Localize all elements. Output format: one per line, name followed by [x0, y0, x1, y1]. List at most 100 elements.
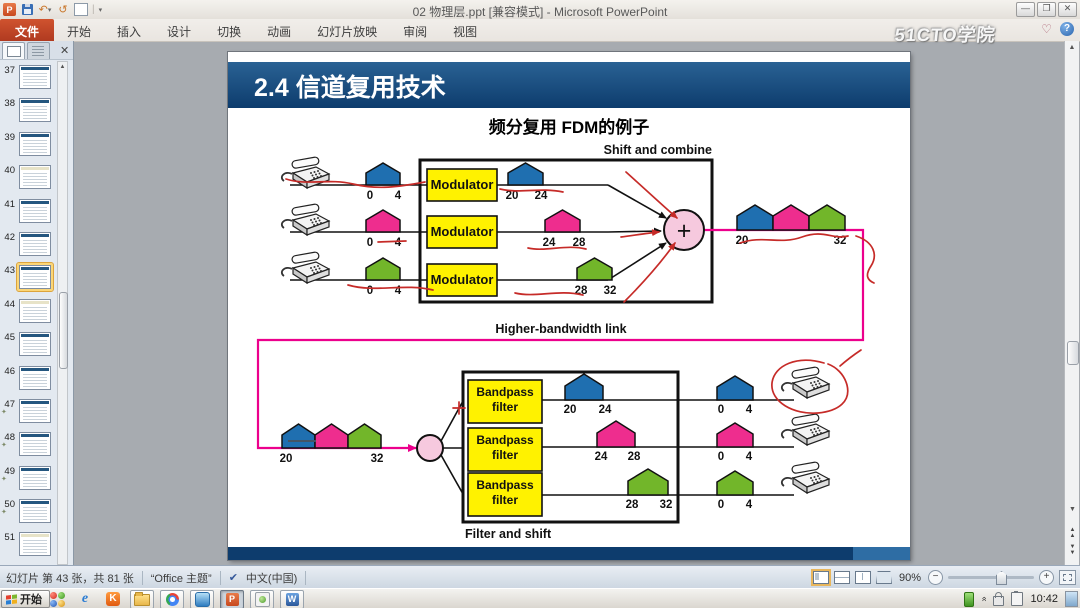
output-baseband-spectra [716, 375, 754, 496]
slide-sorter-view-button[interactable] [833, 571, 850, 584]
slide-canvas[interactable]: 2.4 信道复用技术 频分复用 FDM的例子 [227, 51, 911, 561]
slide-thumbnail[interactable]: 48✦ [0, 428, 56, 461]
slide-thumbnail[interactable]: 42 [0, 228, 56, 261]
slide-thumbnail[interactable]: 37 [0, 61, 56, 94]
clock[interactable]: 10:42 [1030, 593, 1058, 605]
next-slide-button[interactable]: ▼▼ [1069, 544, 1076, 556]
hidden-icons-chevron[interactable]: » [978, 596, 989, 602]
slideshow-button[interactable] [74, 3, 88, 16]
bandpass-label: filter [492, 493, 518, 507]
slide-thumbnail-selected[interactable]: 43 [0, 261, 56, 294]
language-indicator[interactable]: 中文(中国) [245, 572, 298, 585]
slideshow-view-button[interactable] [875, 571, 892, 584]
tab-outline[interactable] [27, 42, 50, 59]
start-label: 开始 [20, 594, 42, 606]
help-icon[interactable]: ? [1060, 22, 1074, 36]
battery-icon[interactable] [964, 591, 975, 607]
powerpoint-app-icon[interactable]: P [3, 3, 16, 16]
slide-thumbnail[interactable]: 47✦ [0, 395, 56, 428]
slide-thumbnail[interactable]: 49✦ [0, 462, 56, 495]
freq-label: 0 [367, 285, 373, 297]
clipboard-icon[interactable] [1011, 591, 1024, 606]
slide-thumbnail[interactable]: 40 [0, 161, 56, 194]
taskbar-powerpoint-button[interactable]: P [220, 589, 244, 608]
scroll-down-icon[interactable]: ▼ [1069, 506, 1076, 513]
previous-slide-button[interactable]: ▲▲ [1069, 527, 1076, 539]
slide-thumbnail[interactable]: 38 [0, 94, 56, 127]
screen-recorder-icon[interactable] [250, 589, 274, 608]
app-window-icon[interactable] [190, 589, 214, 608]
slide-thumbnail[interactable]: 51 [0, 528, 56, 561]
freq-label: 24 [599, 404, 612, 416]
zoom-slider-thumb[interactable] [996, 571, 1007, 585]
freq-label: 28 [573, 237, 586, 249]
tab-view[interactable]: 视图 [453, 25, 478, 39]
slide-number: 41 [4, 198, 15, 210]
tab-transitions[interactable]: 切换 [217, 25, 242, 39]
thumbnail-scrollbar-thumb[interactable] [59, 292, 68, 369]
zoom-level[interactable]: 90% [898, 571, 921, 584]
fit-to-window-button[interactable] [1059, 570, 1076, 585]
redo-button[interactable]: ↺ [58, 4, 68, 16]
combiner-circle [663, 209, 705, 251]
favorite-heart-icon[interactable]: ♡ [1041, 22, 1052, 36]
slide-thumbnail[interactable]: 44 [0, 295, 56, 328]
freq-label: 32 [660, 499, 673, 511]
vertical-scrollbar[interactable]: ▲ ▼ ▲▲ ▼▼ [1064, 41, 1079, 565]
start-button[interactable]: 开始 [1, 590, 50, 608]
file-explorer-icon[interactable] [130, 589, 154, 608]
undo-button[interactable]: ↶▾ [38, 4, 52, 16]
freq-label: 0 [718, 499, 724, 511]
quick-access-toolbar: P ↶▾ ↺ | ▾ [3, 2, 102, 17]
zoom-out-button[interactable]: − [928, 570, 943, 585]
save-button[interactable] [20, 3, 34, 16]
zoom-slider[interactable] [948, 571, 1034, 585]
scroll-up-icon[interactable]: ▲ [59, 64, 66, 70]
slide-thumbnail[interactable]: 46 [0, 362, 56, 395]
scroll-up-icon[interactable]: ▲ [1068, 44, 1076, 51]
lock-icon[interactable] [993, 592, 1005, 606]
pane-close-icon[interactable]: ✕ [60, 45, 70, 57]
freq-label: 32 [371, 453, 384, 465]
tab-file[interactable]: 文件 [0, 19, 55, 41]
mux-spectrum-top [736, 204, 846, 231]
tab-slideshow[interactable]: 幻灯片放映 [317, 25, 378, 39]
assistant-app-icon[interactable]: K [102, 591, 124, 608]
slide-thumbnail[interactable]: 45 [0, 328, 56, 361]
taskbar-word-button[interactable]: W [280, 589, 304, 608]
tab-insert[interactable]: 插入 [117, 25, 142, 39]
tab-slides-thumbnails[interactable] [2, 42, 25, 59]
slide-thumbnail[interactable]: 41 [0, 195, 56, 228]
minimize-button[interactable]: — [1016, 2, 1035, 17]
slide-thumbnail[interactable]: 39 [0, 128, 56, 161]
chrome-icon[interactable] [160, 589, 184, 608]
thumbnail-scrollbar[interactable]: ▲ [57, 61, 68, 565]
bandpass-label: filter [492, 400, 518, 414]
zoom-in-button[interactable]: + [1039, 570, 1054, 585]
tab-animations[interactable]: 动画 [267, 25, 292, 39]
undo-caret-icon[interactable]: ▾ [47, 6, 52, 14]
freq-label: 4 [395, 237, 402, 249]
animation-star-icon: ✦ [1, 408, 7, 416]
close-button[interactable]: ✕ [1058, 2, 1077, 17]
slide-footer-band [228, 547, 910, 560]
slide-number: 37 [4, 65, 15, 76]
game-center-icon[interactable] [46, 591, 68, 608]
tab-review[interactable]: 审阅 [403, 25, 428, 39]
tab-design[interactable]: 设计 [167, 25, 192, 39]
internet-explorer-icon[interactable]: e [81, 591, 89, 606]
scrollbar-thumb[interactable] [1067, 341, 1079, 365]
reading-view-button[interactable] [854, 571, 871, 584]
freq-label: 4 [746, 499, 753, 511]
tab-home[interactable]: 开始 [67, 25, 92, 39]
theme-name[interactable]: “Office 主题” [150, 572, 212, 585]
show-desktop-button[interactable] [1065, 591, 1078, 607]
spellcheck-icon[interactable]: ✔ [228, 572, 238, 584]
slide-number: 49 [4, 465, 15, 477]
customize-toolbar-caret-icon[interactable]: ▾ [98, 6, 103, 14]
slide-thumbnail[interactable]: 50✦ [0, 495, 56, 528]
statusbar-separator [219, 570, 221, 585]
restore-button[interactable]: ❐ [1037, 2, 1056, 17]
shifted-spectra [507, 162, 613, 281]
normal-view-button[interactable] [810, 569, 831, 586]
